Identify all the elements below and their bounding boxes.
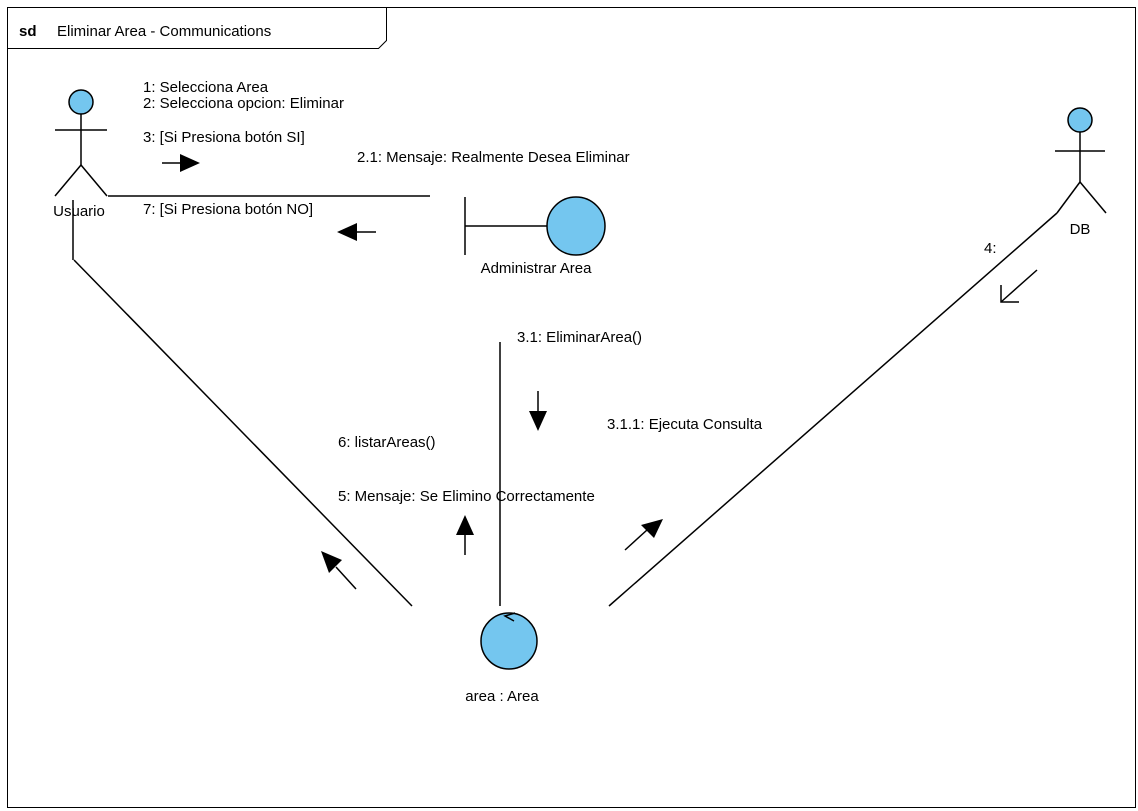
message-5: 5: Mensaje: Se Elimino Correctamente xyxy=(338,488,595,505)
link-db-area xyxy=(608,212,1058,607)
actor-usuario[interactable]: Usuario xyxy=(53,89,108,260)
message-3-1: 3.1: EliminarArea() xyxy=(517,329,642,346)
diagram-frame: sd Eliminar Area - Communications xyxy=(7,7,1136,808)
actor-head xyxy=(1067,107,1093,133)
arrow-up-right-icon xyxy=(624,519,663,551)
link-usuario-area xyxy=(73,259,413,607)
message-arrows xyxy=(162,154,1038,590)
frame-keyword: sd xyxy=(19,23,37,40)
actor-db-label: DB xyxy=(1070,221,1091,238)
message-3-1-1: 3.1.1: Ejecuta Consulta xyxy=(607,416,763,433)
arrow-down-icon xyxy=(529,391,547,431)
arrow-down-left-icon xyxy=(1000,269,1038,303)
message-1: 1: Selecciona Area xyxy=(143,79,269,96)
message-2: 2: Selecciona opcion: Eliminar xyxy=(143,95,344,112)
message-7: 7: [Si Presiona botón NO] xyxy=(143,201,313,218)
control-label: area : Area xyxy=(465,688,539,705)
frame-title: Eliminar Area - Communications xyxy=(57,23,271,40)
arrow-left-icon xyxy=(337,223,376,241)
boundary-administrar-area[interactable]: Administrar Area xyxy=(464,196,606,277)
message-4: 4: xyxy=(984,240,997,257)
control-circle xyxy=(480,612,538,670)
arrow-right-icon xyxy=(162,154,200,172)
actor-db[interactable]: DB xyxy=(1055,107,1107,238)
boundary-label: Administrar Area xyxy=(481,260,593,277)
actor-usuario-label: Usuario xyxy=(53,203,105,220)
control-area[interactable]: area : Area xyxy=(465,612,539,705)
boundary-circle xyxy=(546,196,606,256)
links xyxy=(73,195,1058,607)
actor-head xyxy=(68,89,94,115)
message-labels: 1: Selecciona Area 2: Selecciona opcion:… xyxy=(143,79,997,505)
message-2-1: 2.1: Mensaje: Realmente Desea Eliminar xyxy=(357,149,630,166)
message-3: 3: [Si Presiona botón SI] xyxy=(143,129,305,146)
arrow-up-left-icon xyxy=(321,551,357,590)
message-6: 6: listarAreas() xyxy=(338,434,436,451)
arrow-up-icon xyxy=(456,515,474,555)
